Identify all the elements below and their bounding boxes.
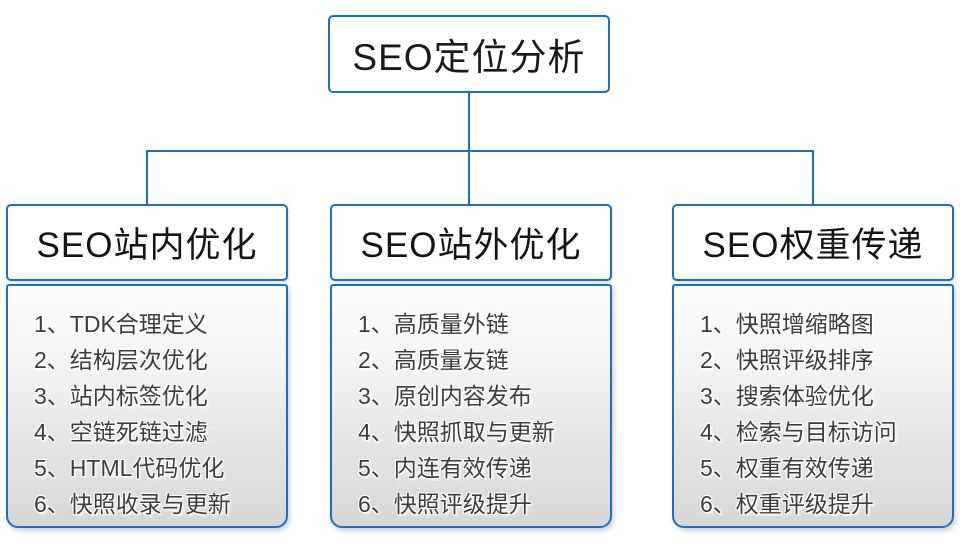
branch-weight-header: SEO权重传递 <box>672 204 954 281</box>
list-item: 6、快照评级提升 <box>358 491 532 517</box>
branch-weight-list-panel: 1、快照增缩略图 2、快照评级排序 3、搜索体验优化 4、检索与目标访问 5、权… <box>672 284 954 528</box>
list-item: 5、HTML代码优化 <box>34 455 225 481</box>
list-item: 2、高质量友链 <box>358 347 509 373</box>
list-item: 2、结构层次优化 <box>34 347 208 373</box>
list-item: 6、权重评级提升 <box>700 491 874 517</box>
branch-offsite-optimization: SEO站外优化 1、高质量外链 2、高质量友链 3、原创内容发布 4、快照抓取与… <box>330 204 612 528</box>
connector-drop-right <box>812 150 814 204</box>
connector-drop-middle <box>468 150 470 204</box>
list-item: 2、快照评级排序 <box>700 347 874 373</box>
root-node-seo-positioning: SEO定位分析 <box>328 15 610 93</box>
list-item: 4、检索与目标访问 <box>700 419 897 445</box>
list-item: 3、原创内容发布 <box>358 383 532 409</box>
branch-offsite-title: SEO站外优化 <box>360 226 582 265</box>
branch-onsite-list: 1、TDK合理定义 2、结构层次优化 3、站内标签优化 4、空链死链过滤 5、H… <box>34 306 278 522</box>
list-item: 3、站内标签优化 <box>34 383 208 409</box>
list-item: 1、TDK合理定义 <box>34 311 208 337</box>
connector-drop-left <box>146 150 148 204</box>
branch-offsite-list-panel: 1、高质量外链 2、高质量友链 3、原创内容发布 4、快照抓取与更新 5、内连有… <box>330 284 612 528</box>
branch-weight-transfer: SEO权重传递 1、快照增缩略图 2、快照评级排序 3、搜索体验优化 4、检索与… <box>672 204 954 528</box>
list-item: 6、快照收录与更新 <box>34 491 231 517</box>
connector-horizontal-bus <box>146 150 814 152</box>
list-item: 5、内连有效传递 <box>358 455 532 481</box>
list-item: 1、快照增缩略图 <box>700 311 874 337</box>
list-item: 5、权重有效传递 <box>700 455 874 481</box>
connector-root-stem <box>468 93 470 151</box>
list-item: 1、高质量外链 <box>358 311 509 337</box>
branch-onsite-header: SEO站内优化 <box>6 204 288 281</box>
branch-weight-list: 1、快照增缩略图 2、快照评级排序 3、搜索体验优化 4、检索与目标访问 5、权… <box>700 306 944 522</box>
list-item: 4、空链死链过滤 <box>34 419 208 445</box>
branch-offsite-list: 1、高质量外链 2、高质量友链 3、原创内容发布 4、快照抓取与更新 5、内连有… <box>358 306 602 522</box>
branch-onsite-optimization: SEO站内优化 1、TDK合理定义 2、结构层次优化 3、站内标签优化 4、空链… <box>6 204 288 528</box>
branch-offsite-header: SEO站外优化 <box>330 204 612 281</box>
root-node-label: SEO定位分析 <box>352 37 586 78</box>
branch-weight-title: SEO权重传递 <box>702 226 924 265</box>
branch-onsite-list-panel: 1、TDK合理定义 2、结构层次优化 3、站内标签优化 4、空链死链过滤 5、H… <box>6 284 288 528</box>
list-item: 3、搜索体验优化 <box>700 383 874 409</box>
branch-onsite-title: SEO站内优化 <box>36 226 258 265</box>
list-item: 4、快照抓取与更新 <box>358 419 555 445</box>
